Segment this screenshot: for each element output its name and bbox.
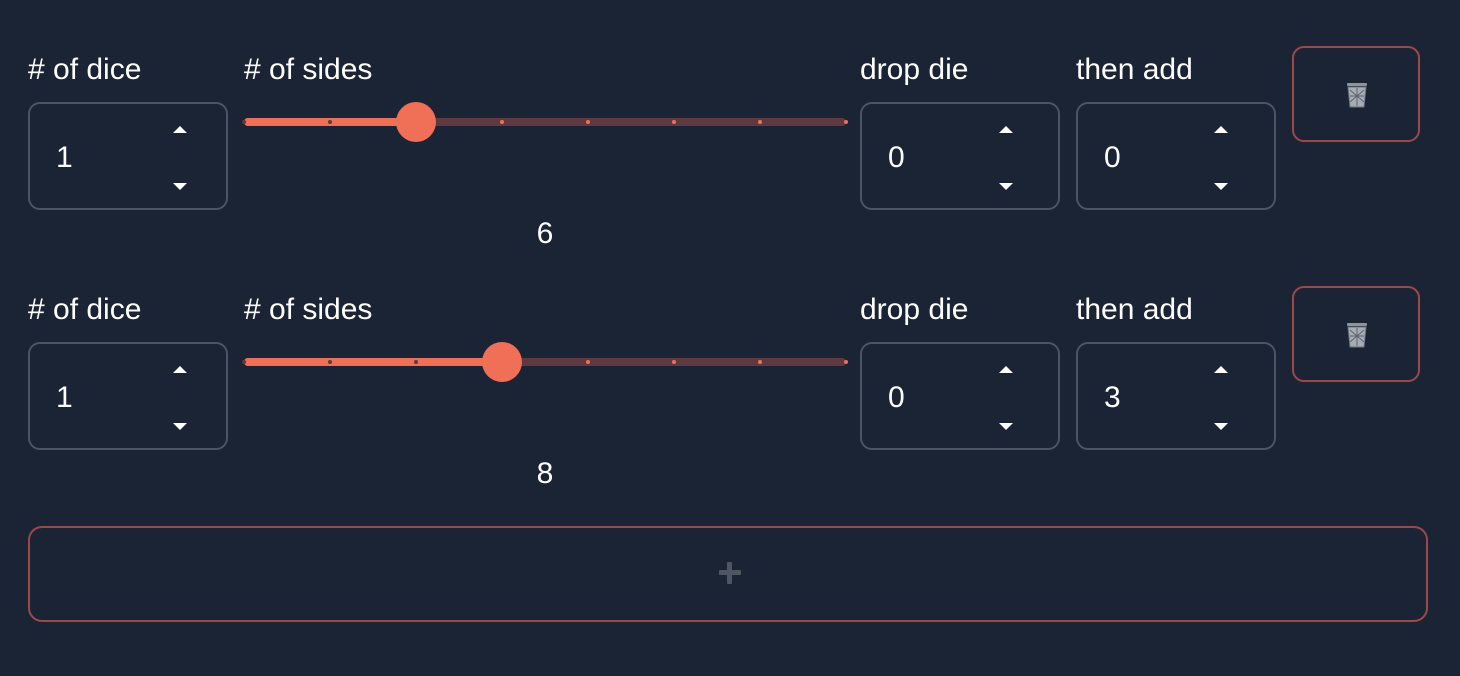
- trash-icon: [1347, 323, 1367, 348]
- increment-arrow-icon[interactable]: [165, 118, 195, 142]
- slider-mark: [414, 360, 418, 364]
- sides-slider[interactable]: 6: [242, 100, 848, 250]
- dice-count-stepper[interactable]: 1: [28, 342, 228, 450]
- slider-mark: [500, 120, 504, 124]
- increment-arrow-icon[interactable]: [1206, 118, 1236, 142]
- slider-rail[interactable]: [244, 358, 846, 366]
- slider-thumb[interactable]: [482, 342, 523, 382]
- increment-arrow-icon[interactable]: [991, 118, 1021, 142]
- slider-mark: [328, 360, 332, 364]
- slider-mark: [672, 120, 676, 124]
- add-dice-group-button[interactable]: [28, 526, 1428, 622]
- sides-label: # of sides: [244, 53, 373, 86]
- delete-row-button[interactable]: [1292, 286, 1420, 382]
- trash-icon: [1347, 83, 1367, 108]
- dice-group-row-1: # of dice 1 # of sides 6 drop die 0 then…: [0, 40, 1460, 250]
- decrement-arrow-icon[interactable]: [1206, 415, 1236, 439]
- decrement-arrow-icon[interactable]: [1206, 175, 1236, 199]
- slider-rail[interactable]: [244, 118, 846, 126]
- drop-die-label: drop die: [860, 53, 969, 86]
- then-add-stepper[interactable]: 0: [1076, 102, 1276, 210]
- dice-count-value: 1: [56, 141, 73, 174]
- increment-arrow-icon[interactable]: [991, 358, 1021, 382]
- then-add-stepper[interactable]: 3: [1076, 342, 1276, 450]
- then-add-label: then add: [1076, 53, 1193, 86]
- then-add-label: then add: [1076, 293, 1193, 326]
- sides-value: 8: [536, 457, 554, 490]
- slider-mark: [672, 360, 676, 364]
- drop-die-stepper[interactable]: 0: [860, 342, 1060, 450]
- slider-mark: [328, 120, 332, 124]
- dice-count-stepper[interactable]: 1: [28, 102, 228, 210]
- slider-mark: [758, 120, 762, 124]
- decrement-arrow-icon[interactable]: [991, 415, 1021, 439]
- dice-count-label: # of dice: [28, 53, 142, 86]
- drop-die-value: 0: [888, 141, 905, 174]
- slider-mark: [586, 120, 590, 124]
- slider-track: [244, 358, 503, 366]
- sides-value: 6: [536, 217, 554, 250]
- then-add-value: 0: [1104, 141, 1121, 174]
- increment-arrow-icon[interactable]: [165, 358, 195, 382]
- drop-die-label: drop die: [860, 293, 969, 326]
- sides-label: # of sides: [244, 293, 373, 326]
- sides-slider[interactable]: 8: [242, 340, 848, 490]
- drop-die-value: 0: [888, 381, 905, 414]
- decrement-arrow-icon[interactable]: [165, 415, 195, 439]
- delete-row-button[interactable]: [1292, 46, 1420, 142]
- plus-icon: [719, 561, 743, 585]
- then-add-value: 3: [1104, 381, 1121, 414]
- dice-count-value: 1: [56, 381, 73, 414]
- slider-mark: [242, 360, 246, 364]
- slider-mark: [242, 120, 246, 124]
- dice-count-label: # of dice: [28, 293, 142, 326]
- slider-thumb[interactable]: [395, 102, 436, 142]
- slider-mark: [586, 360, 590, 364]
- decrement-arrow-icon[interactable]: [991, 175, 1021, 199]
- slider-mark: [844, 120, 848, 124]
- dice-group-row-2: # of dice 1 # of sides 8 drop die 0 then…: [0, 280, 1460, 490]
- slider-mark: [844, 360, 848, 364]
- decrement-arrow-icon[interactable]: [165, 175, 195, 199]
- slider-mark: [758, 360, 762, 364]
- increment-arrow-icon[interactable]: [1206, 358, 1236, 382]
- drop-die-stepper[interactable]: 0: [860, 102, 1060, 210]
